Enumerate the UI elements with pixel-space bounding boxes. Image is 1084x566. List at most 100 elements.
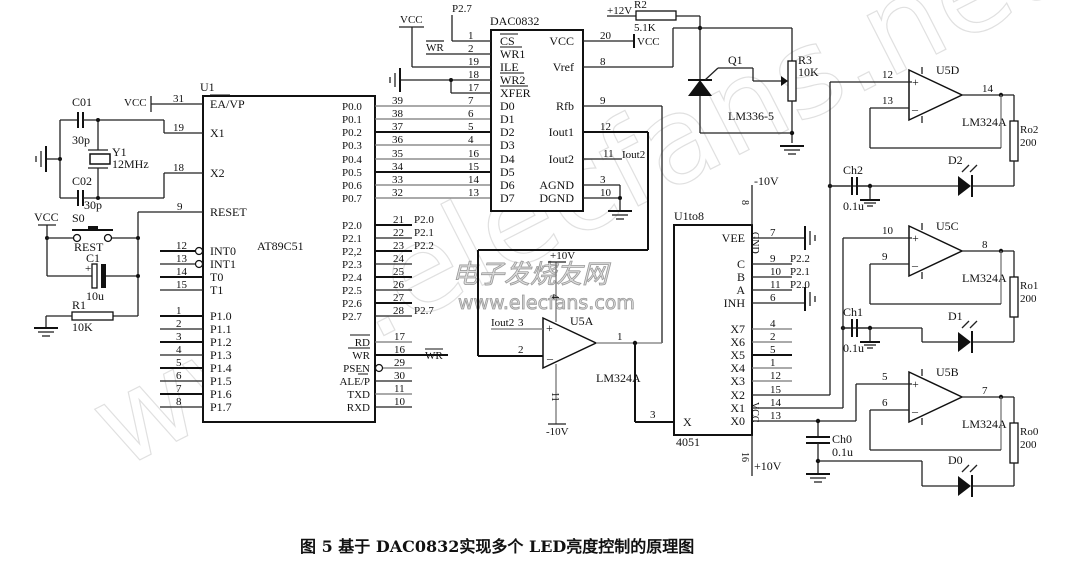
- crystal-ref: Y1: [112, 145, 127, 159]
- dac-pin-number: 17: [468, 82, 480, 94]
- mcu-pin-number: 11: [394, 383, 405, 395]
- mcu-pin-number: 9: [177, 201, 183, 213]
- ref-supply: +12V: [607, 5, 632, 17]
- mux-pin-number: 14: [770, 397, 782, 409]
- dac-pin-name: D7: [500, 191, 515, 205]
- resistor-body: [1009, 120, 1019, 162]
- opamp-ref: U5D: [936, 63, 960, 77]
- mcu-pin-name: X2: [210, 166, 225, 180]
- mux-pin-name: X2: [730, 388, 745, 402]
- u5a-vneg: -10V: [546, 426, 569, 438]
- mcu-pin-name: P2.6: [342, 298, 362, 310]
- mux-pin-x-num: 3: [650, 409, 656, 421]
- resistor-ref: Ro0: [1020, 426, 1039, 438]
- dac-pin-number: 19: [468, 56, 480, 68]
- opamp-plus: +: [912, 231, 919, 245]
- led-triangle: [958, 332, 971, 352]
- mcu-pin-name: EA/VP: [210, 97, 245, 111]
- mux-pin-number: 7: [770, 227, 776, 239]
- dac-pin-name: ILE: [500, 60, 519, 74]
- mcu-pin-number: 39: [392, 95, 404, 107]
- mcu-part: AT89C51: [257, 239, 304, 253]
- dac-pin-name: D5: [500, 165, 515, 179]
- opamp-pin-out: 7: [982, 385, 988, 397]
- dac-body: [490, 29, 584, 212]
- mux-pin-number: 10: [770, 266, 782, 278]
- dac-pin-name: Rfb: [556, 99, 574, 113]
- dac-pin-name: Iout2: [549, 152, 574, 166]
- mux-body: [673, 224, 753, 436]
- dac-pin-number: 15: [468, 161, 480, 173]
- dac-pin-name: CS: [500, 34, 515, 48]
- resistor-body: [1009, 276, 1019, 318]
- led-arrow: [969, 464, 978, 473]
- mcu-pin-number: 15: [176, 279, 188, 291]
- mcu-pin-number: 12: [176, 240, 187, 252]
- dac-pin-number: 3: [600, 174, 606, 186]
- resistor-value: 200: [1020, 439, 1037, 451]
- mcu-pin-number: 26: [393, 279, 405, 291]
- opamp-ref: U5C: [936, 219, 959, 233]
- opamp-pin-out: 8: [982, 239, 988, 251]
- dac-pin-number: 18: [468, 69, 480, 81]
- mcu-pin-name: P1.3: [210, 348, 232, 362]
- led-arrow: [961, 320, 970, 329]
- dac-pin-number: 9: [600, 95, 606, 107]
- mcu-pin-name: P0.1: [342, 114, 362, 126]
- ch0-value: 0.1u: [832, 445, 853, 459]
- mcu-pin-number: 38: [392, 108, 404, 120]
- mcu-pin-name: P0.6: [342, 180, 362, 192]
- figure-caption: 图 5 基于 DAC0832实现多个 LED亮度控制的原理图: [300, 537, 694, 556]
- led-arrow: [969, 164, 978, 173]
- mux-pin-name: A: [736, 283, 745, 297]
- r3-ref: R3: [798, 53, 812, 67]
- dac-pin-number: 4: [468, 134, 474, 146]
- opamp-u5a: + – Iout2 3 2 U5A +10V 4 -10V 11 1 LM324…: [491, 250, 678, 438]
- led-arrow: [961, 464, 970, 473]
- dac-pin-name: Iout1: [549, 125, 574, 139]
- resistor-ref: Ro1: [1020, 280, 1038, 292]
- r1-ref: R1: [72, 298, 86, 312]
- opamp-pin-pos: 12: [882, 69, 893, 81]
- opamp-triangle: [908, 68, 964, 122]
- mux-pin-name: C: [737, 257, 745, 271]
- u5a-plus: +: [546, 321, 553, 335]
- mcu-pin-number: 1: [176, 305, 182, 317]
- mcu-pin-number: 14: [176, 266, 188, 278]
- mux-pin-name: INH: [724, 296, 746, 310]
- watermark-site-url: www.elecfans.com: [458, 292, 635, 314]
- c02-ref: C02: [72, 174, 92, 188]
- mcu-pin-name: P0.0: [342, 101, 362, 113]
- dac-pin-name: DGND: [539, 191, 574, 205]
- mcu-pin-name: T1: [210, 283, 223, 297]
- mux-pin-name: X7: [730, 322, 745, 336]
- mux-pin-number: 5: [770, 344, 776, 356]
- mcu-pin-name: P0.4: [342, 154, 362, 166]
- mcu-pin-number: 28: [393, 305, 405, 317]
- mcu-pin-name: P0.7: [342, 193, 362, 205]
- mux-pin-number: 15: [770, 384, 782, 396]
- mcu-pin-number: 34: [392, 161, 404, 173]
- mux-pin-number: 2: [770, 331, 776, 343]
- mcu-ref: U1: [200, 80, 215, 94]
- mux-pin-number: 9: [770, 253, 776, 265]
- mux-net-label: P2.2: [790, 253, 810, 265]
- dac-pin-name: D4: [500, 152, 515, 166]
- mcu-pin-number: 21: [393, 214, 404, 226]
- r3-value: 10K: [798, 65, 819, 79]
- mcu-pin-name: P0.3: [342, 140, 362, 152]
- mcu-pin-number: 22: [393, 227, 404, 239]
- cap-ref: Ch1: [843, 305, 863, 319]
- mcu-pin-number: 25: [393, 266, 405, 278]
- cap-value: 0.1u: [843, 199, 864, 213]
- resistor-value: 200: [1020, 137, 1037, 149]
- opamp-minus: –: [911, 102, 919, 116]
- mcu-pin-name: P0.5: [342, 167, 362, 179]
- watermark-site-cn: 电子发烧友网: [452, 260, 611, 290]
- mcu-pin-name: P1.4: [210, 361, 232, 375]
- switch-label: REST: [74, 240, 104, 254]
